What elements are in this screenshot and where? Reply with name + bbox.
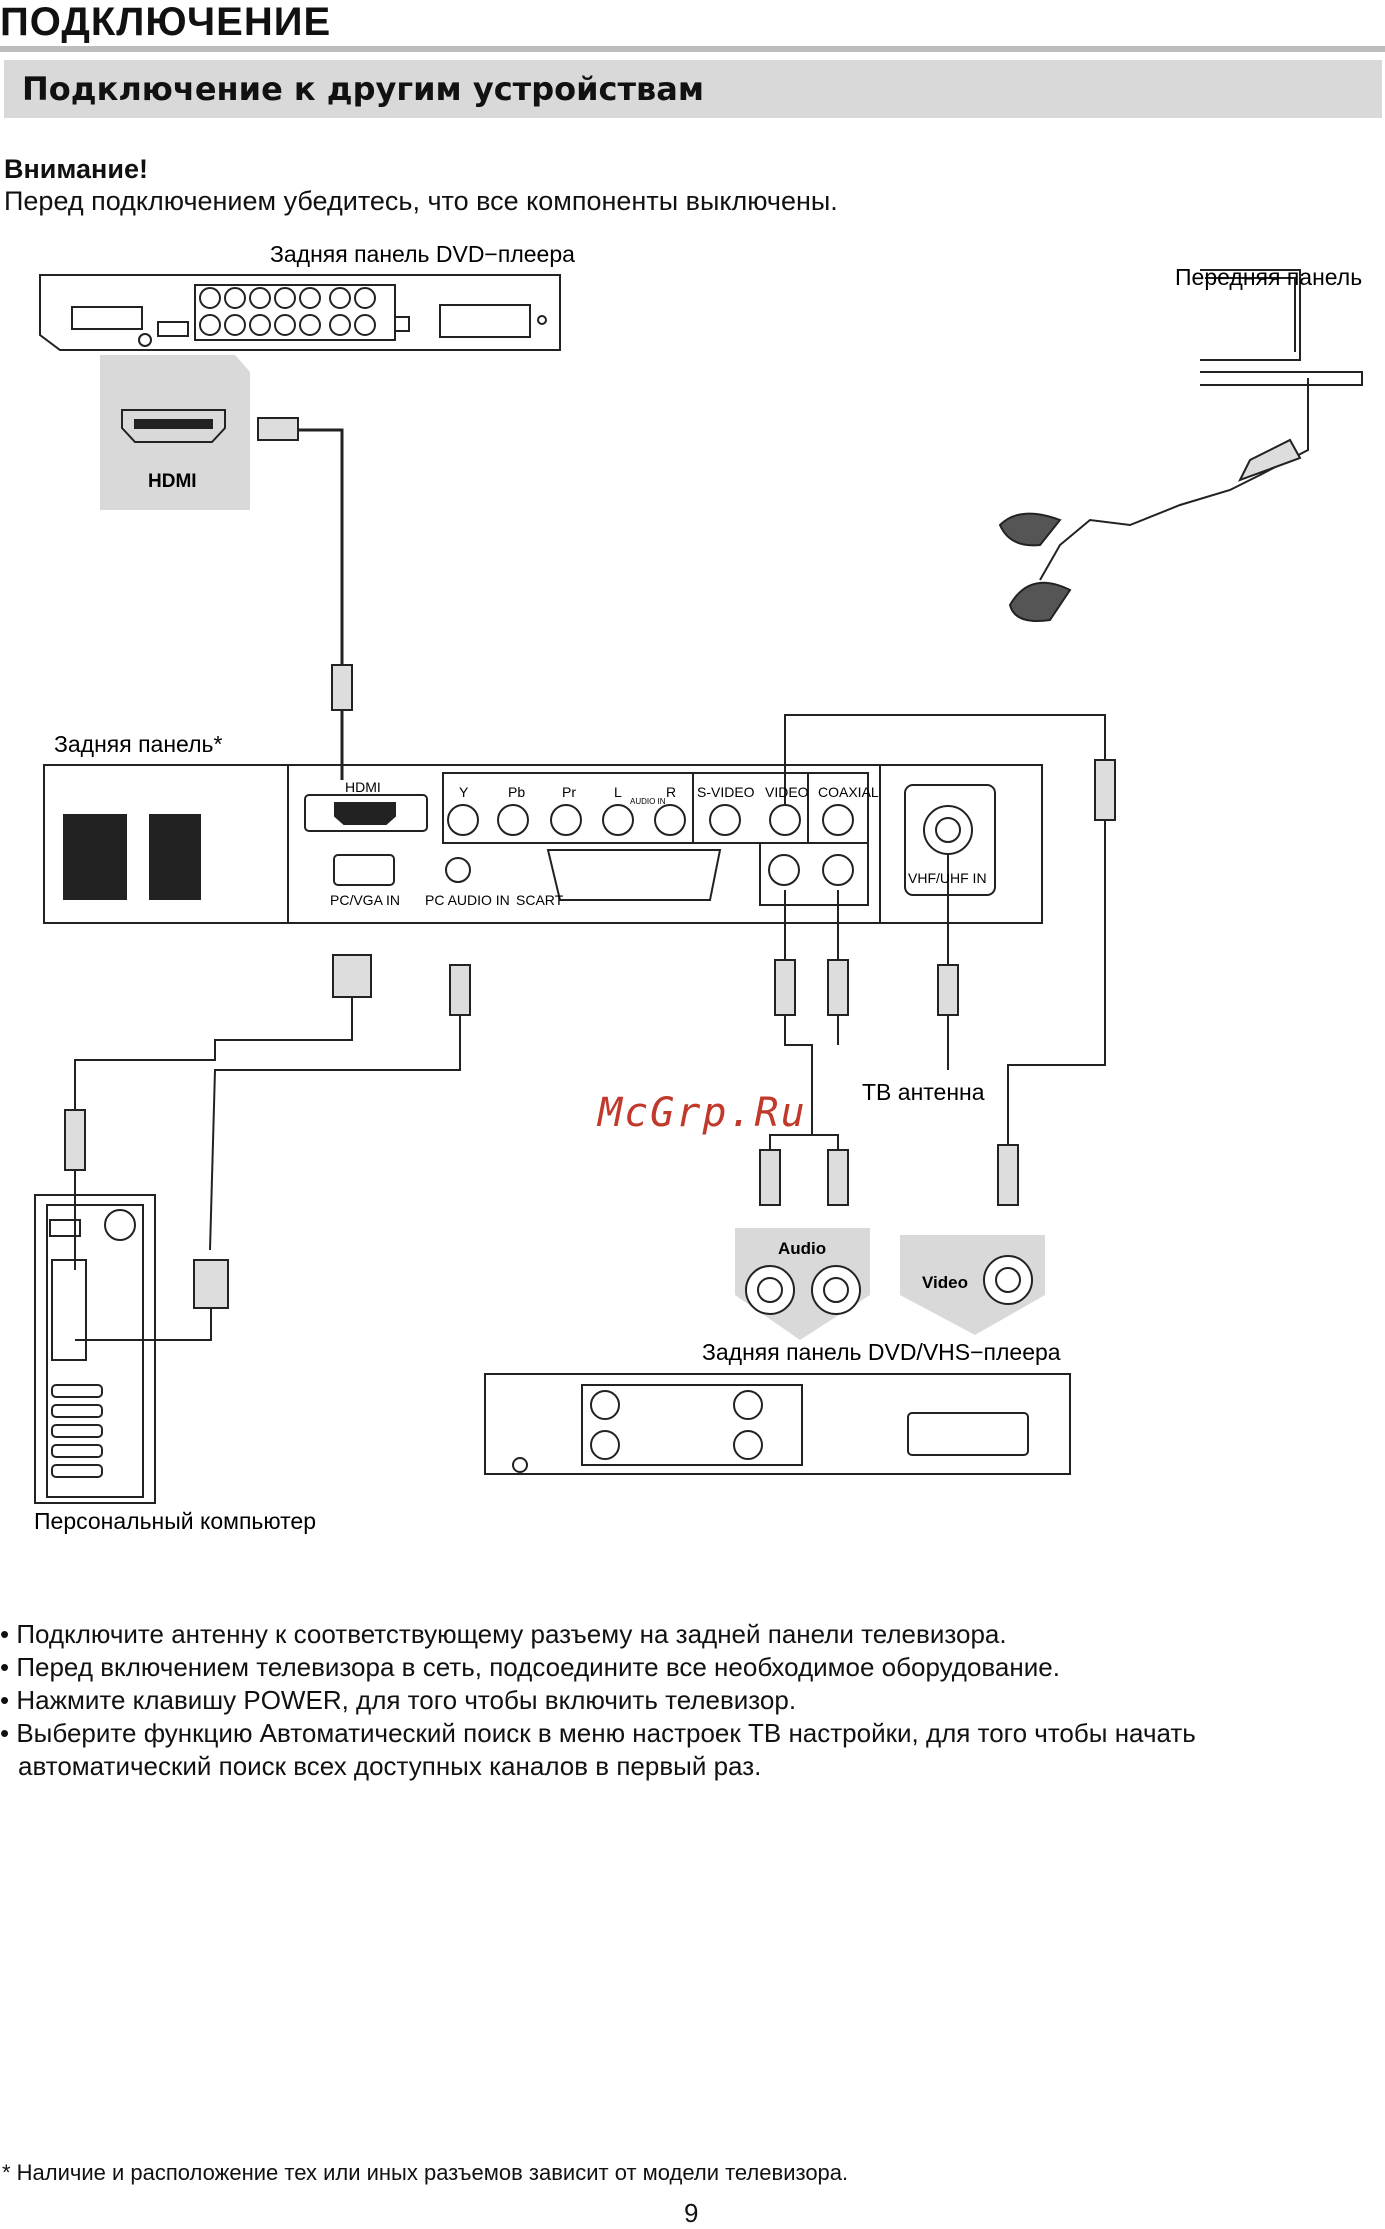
tv-port-audio-in: AUDIO IN [630,797,666,806]
page-title: ПОДКЛЮЧЕНИЕ [0,0,332,44]
tv-port-vhf: VHF/UHF IN [908,870,987,886]
tv-port-pb: Pb [508,784,525,800]
header-rule [0,46,1385,52]
hdmi-badge-label: HDMI [148,471,197,492]
tv-rear-label: Задняя панель* [54,731,222,757]
section-title: Подключение к другим устройствам [22,70,705,108]
tv-port-svideo: S-VIDEO [697,784,755,800]
front-panel-label: Передняя панель [1175,264,1362,290]
tv-port-r: R [666,784,676,800]
tv-port-scart: SCART [516,892,564,908]
dvd-player-rear [39,274,561,351]
dvd-rear-label: Задняя панель DVD−плеера [270,241,575,267]
tv-port-y: Y [459,784,469,800]
pc-label: Персональный компьютер [34,1508,316,1534]
video-badge-label: Video [922,1273,968,1292]
hdmi-port-icon [121,409,226,443]
list-item: • Нажмите клавишу POWER, для того чтобы … [0,1685,797,1715]
tv-port-pcvga: PC/VGA IN [330,892,400,908]
dvdvhs-rear-label: Задняя панель DVD/VHS−плеера [702,1339,1061,1365]
page-number: 9 [684,2198,699,2228]
tv-port-l: L [614,784,622,800]
tv-port-video: VIDEO [765,784,809,800]
tv-port-coaxial: COAXIAL [818,784,879,800]
tv-port-pr: Pr [562,784,576,800]
connection-diagram: Задняя панель DVD−плеера Передняя панель… [34,241,1363,1534]
instruction-list: • Подключите антенну к соответствующему … [0,1618,1370,1783]
warning-text: Перед подключением убедитесь, что все ко… [4,186,838,216]
list-item: • Подключите антенну к соответствующему … [0,1619,1007,1649]
warning-heading: Внимание! [4,154,148,184]
tv-port-hdmi: HDMI [345,779,381,795]
section-bar [4,60,1382,118]
watermark: McGrp.Ru [598,1090,807,1136]
list-item: • Перед включением телевизора в сеть, по… [0,1652,1060,1682]
antenna-label: ТВ антенна [862,1079,985,1105]
audio-badge-label: Audio [778,1239,826,1258]
footnote: * Наличие и расположение тех или иных ра… [2,2160,849,2185]
tv-port-pcaudio: PC AUDIO IN [425,892,510,908]
list-item: • Выберите функцию Автоматический поиск … [0,1718,1196,1781]
